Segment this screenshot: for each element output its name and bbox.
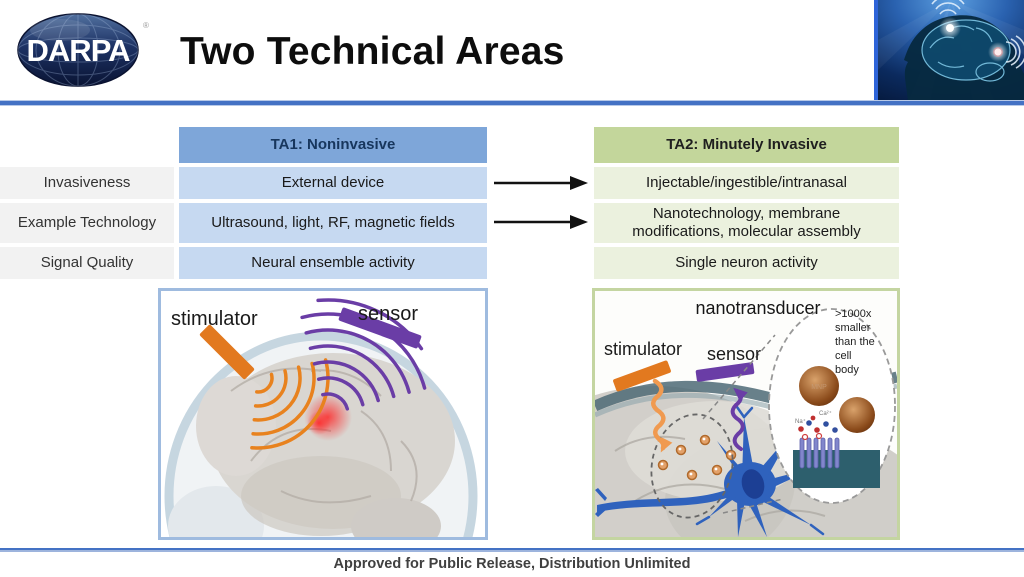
- row-label-signal-quality: Signal Quality: [0, 247, 174, 279]
- ion-channels: [799, 437, 840, 469]
- ion-label-ca: Ca²⁺: [819, 410, 832, 417]
- ta1-noninvasive-figure: stimulator sensor: [158, 288, 488, 577]
- callout-text-line: body: [835, 364, 859, 376]
- zoom-callout-content: >1000x smaller than the cell body MNP: [793, 308, 880, 488]
- nanotransducer-label: nanotransducer: [695, 298, 820, 318]
- sensor-bar-icon: [338, 307, 422, 349]
- page-title: Two Technical Areas: [180, 30, 565, 73]
- nanoparticle-label: MNP: [811, 384, 827, 391]
- sensor-bar-icon: [695, 362, 755, 382]
- ta2-minutely-invasive-figure: >1000x smaller than the cell body MNP: [515, 288, 925, 576]
- stimulator-bar-icon: [613, 360, 671, 392]
- nanotransducer-diagram: >1000x smaller than the cell body MNP: [515, 298, 925, 576]
- stimulator-label: stimulator: [604, 339, 682, 359]
- right-arrow-icon: [494, 176, 588, 190]
- callout-text-line: >1000x: [835, 308, 872, 320]
- registered-mark: ®: [143, 21, 149, 30]
- footer-release-statement: Approved for Public Release, Distributio…: [333, 556, 691, 572]
- callout-text-line: smaller: [835, 322, 871, 334]
- nanoparticle-dots: [657, 434, 737, 481]
- head-stimulation-diagram: stimulator sensor: [164, 298, 478, 577]
- stimulator-label: stimulator: [171, 308, 258, 330]
- footer-divider: [0, 548, 1024, 552]
- darpa-logo: DARPA ®: [14, 8, 166, 96]
- dashed-region-ellipse: [650, 413, 734, 519]
- stimulation-wave-arrow: [651, 378, 673, 453]
- stimulator-bar-icon: [199, 324, 255, 380]
- table-mapping-arrows: [494, 176, 588, 229]
- ion-dots: [798, 415, 838, 441]
- header-divider: [0, 100, 1024, 106]
- ta2-cell-example-technology: Nanotechnology, membrane modifications, …: [594, 203, 899, 243]
- callout-leader-lines: [702, 334, 784, 514]
- nanoparticle-sphere: [799, 366, 839, 406]
- ta1-cell-signal-quality: Neural ensemble activity: [179, 247, 487, 279]
- row-label-example-technology: Example Technology: [0, 203, 174, 243]
- darpa-globe-icon: DARPA ®: [17, 13, 149, 87]
- nanoparticle-sphere: [839, 397, 875, 433]
- callout-text-line: cell: [835, 350, 852, 362]
- row-label-invasiveness: Invasiveness: [0, 167, 174, 199]
- ta1-cell-example-technology: Ultrasound, light, RF, magnetic fields: [179, 203, 487, 243]
- ion-label-na: Na⁺: [795, 418, 806, 425]
- ta2-cell-signal-quality: Single neuron activity: [594, 247, 899, 279]
- corner-brain-image: [874, 0, 1024, 102]
- ta2-column-header: TA2: Minutely Invasive: [594, 127, 899, 163]
- stimulation-waves-icon: [250, 358, 330, 450]
- ta1-cell-invasiveness: External device: [179, 167, 487, 199]
- sensing-wave-arrow: [730, 387, 748, 451]
- glowing-brain-icon: [878, 0, 1024, 102]
- sensor-label: sensor: [358, 303, 418, 325]
- neural-activity-spot-small: [307, 411, 331, 435]
- right-arrow-icon: [494, 215, 588, 229]
- sensor-label: sensor: [707, 344, 761, 364]
- callout-text-line: than the: [835, 336, 875, 348]
- ta2-cell-invasiveness: Injectable/ingestible/intranasal: [594, 167, 899, 199]
- darpa-logo-text: DARPA: [27, 33, 131, 68]
- ta1-column-header: TA1: Noninvasive: [179, 127, 487, 163]
